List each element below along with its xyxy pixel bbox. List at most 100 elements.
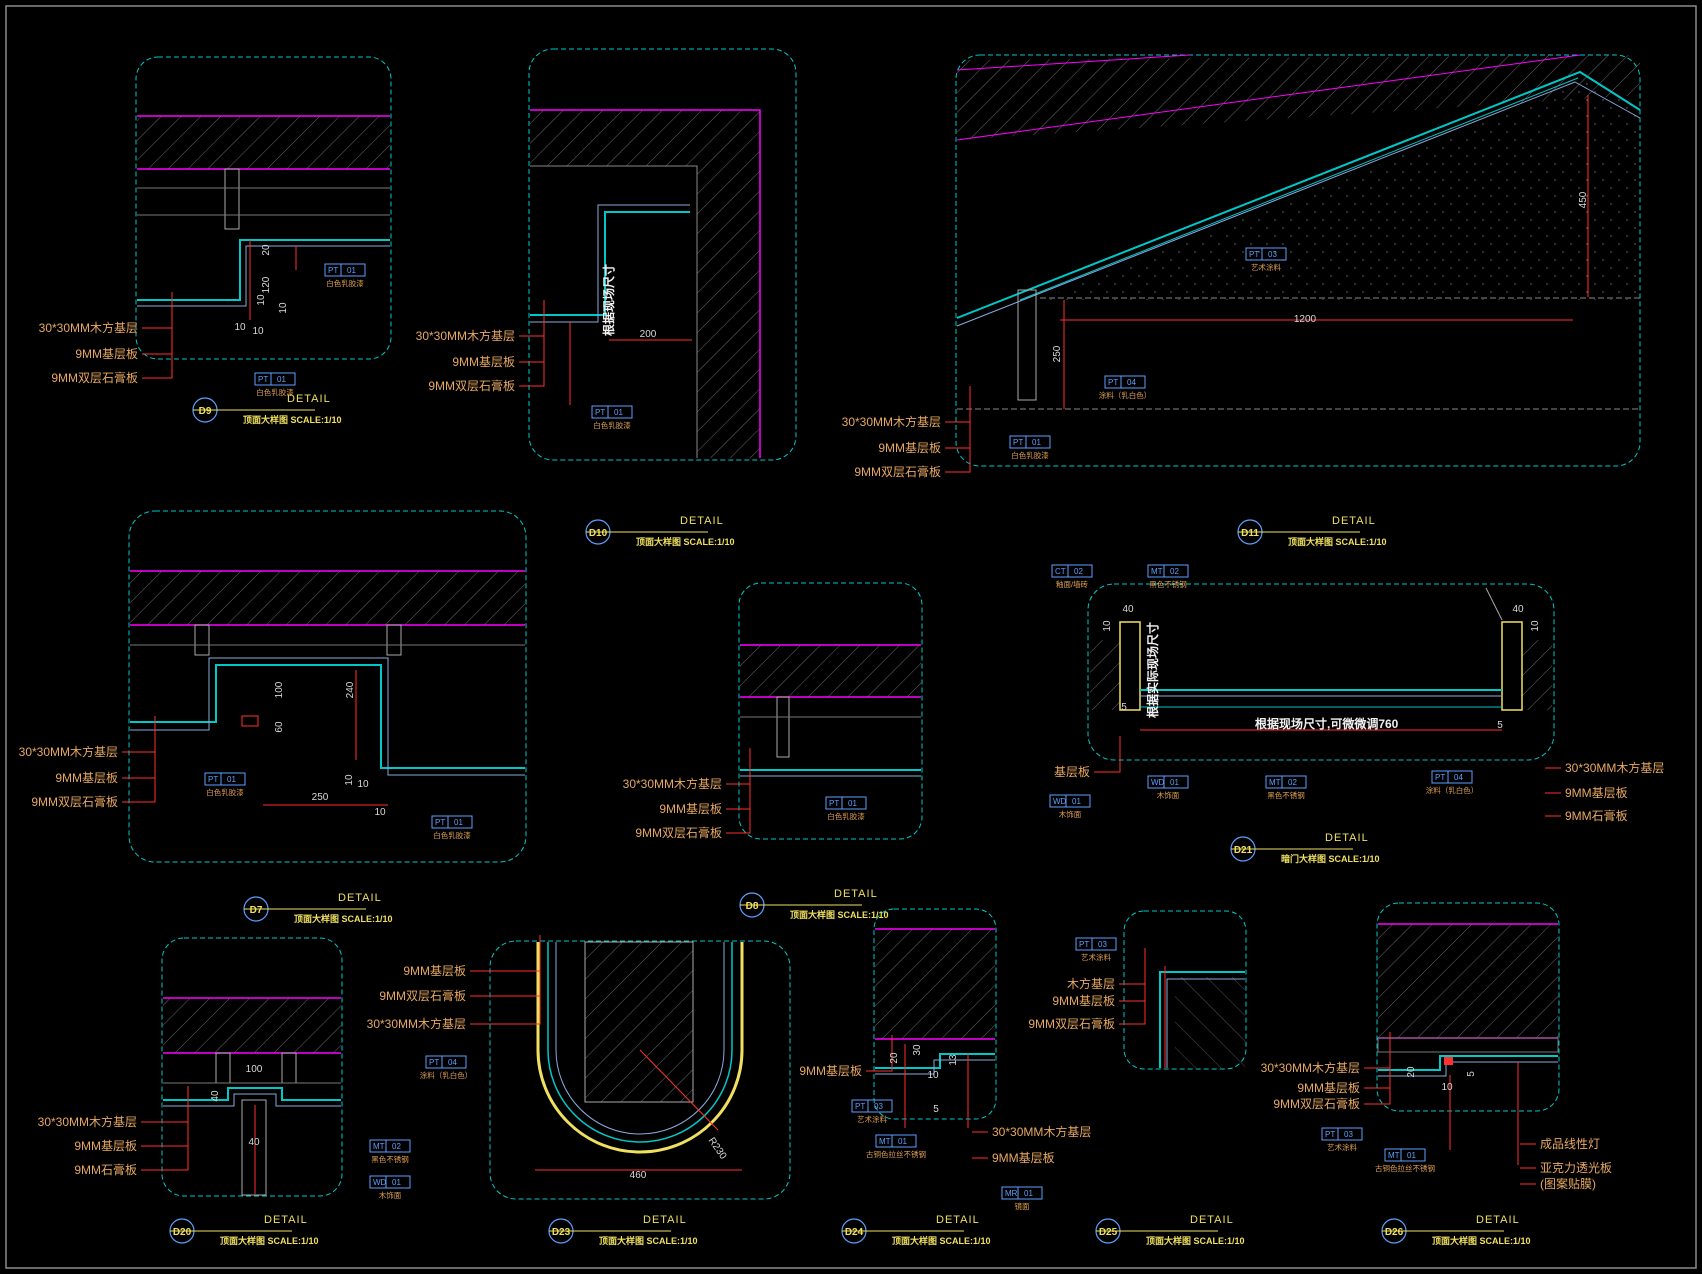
d11-tag-num-0: 03 — [1268, 250, 1277, 259]
d8-title: DETAIL — [834, 888, 878, 900]
d20-tag-note-0: 黑色不锈钢 — [371, 1154, 409, 1164]
d26-tag-note-1: 古铜色拉丝不锈钢 — [1375, 1163, 1435, 1173]
d21-label-0: 基层板 — [1054, 765, 1090, 779]
d26-tag-num-0: 03 — [1344, 1130, 1353, 1139]
d24-tag-note-2: 镜面 — [1015, 1201, 1031, 1211]
d10-dim-0: 200 — [640, 329, 657, 340]
detail-d20 — [161, 937, 343, 1197]
d11-tag-note-1: 涂料（乳白色） — [1099, 390, 1152, 400]
d21-tag-num-2: 01 — [1170, 778, 1179, 787]
d21-dim-2: 10 — [1102, 620, 1113, 632]
d21-dim-3: 10 — [1530, 620, 1541, 632]
d21-dim-0: 40 — [1122, 604, 1134, 615]
d25-leader-0 — [1119, 948, 1146, 985]
d24-tag-num-2: 01 — [1024, 1189, 1033, 1198]
d23-tag-note-0: 涂料（乳白色） — [420, 1070, 473, 1080]
detail-d9 — [135, 56, 392, 360]
d10-vertical-note: 根据现场尺寸 — [601, 264, 616, 336]
d10-label-0: 30*30MM木方基层 — [416, 328, 515, 343]
d21-tag-box-4 — [1049, 794, 1091, 808]
d7-dim-4: 10 — [344, 774, 355, 786]
d7-label-2: 9MM双层石膏板 — [31, 794, 118, 809]
d10-title: DETAIL — [680, 515, 724, 527]
d11-tag-num-2: 01 — [1032, 438, 1041, 447]
d23-tag-box-0 — [425, 1055, 467, 1069]
d9-label-1: 9MM基层板 — [75, 347, 138, 361]
d20-tag-box-0 — [369, 1139, 411, 1153]
d8-leader-2 — [726, 797, 751, 834]
d11-leader-2 — [945, 436, 971, 473]
d23-dim-1: R230 — [706, 1136, 729, 1162]
d7-tag-code-0: PT — [208, 775, 218, 784]
d11-id: D11 — [1241, 528, 1259, 539]
d21-tag-note-2: 木饰面 — [1157, 790, 1180, 800]
d21-tag-num-3: 02 — [1288, 778, 1297, 787]
d25-leader-1 — [1119, 965, 1146, 1002]
d11-tag-note-0: 艺术涂料 — [1251, 262, 1281, 272]
d21-tag-num-5: 04 — [1454, 773, 1463, 782]
d25-tag-num-0: 03 — [1098, 940, 1107, 949]
d21-vertical-note: 根据实际现场尺寸 — [1145, 622, 1160, 718]
d24-tag-box-1 — [875, 1134, 917, 1148]
d7-tag-box-1 — [431, 815, 473, 829]
d9-leader-0 — [142, 292, 173, 329]
d10-subtitle: 顶面大样图 SCALE:1/10 — [636, 536, 735, 547]
d9-tag-num-1: 01 — [277, 375, 286, 384]
d24-dim-0: 20 — [889, 1052, 900, 1064]
d21-dim-1: 40 — [1512, 604, 1524, 615]
d26-tag-box-1 — [1384, 1148, 1426, 1162]
d24-label-2: 9MM基层板 — [992, 1151, 1055, 1165]
d24-subtitle: 顶面大样图 SCALE:1/10 — [892, 1235, 991, 1246]
d7-dim-5: 10 — [357, 779, 369, 790]
d25-tag-code-0: PT — [1079, 940, 1089, 949]
d10-leader-2 — [519, 350, 545, 387]
detail-d24 — [873, 908, 997, 1128]
d21-tag-code-0: CT — [1055, 567, 1066, 576]
d8-tag-code-0: PT — [829, 799, 839, 808]
d23-label-2: 30*30MM木方基层 — [367, 1016, 466, 1031]
d20-label-2: 9MM石膏板 — [74, 1162, 137, 1177]
d9-tag-code-0: PT — [328, 266, 338, 275]
d8-tag-num-0: 01 — [848, 799, 857, 808]
d7-dim-0: 100 — [274, 681, 285, 698]
d26-title: DETAIL — [1476, 1214, 1520, 1226]
d7-tag-note-0: 白色乳胶漆 — [206, 787, 244, 797]
d11-title: DETAIL — [1332, 515, 1376, 527]
detail-d8 — [738, 582, 923, 840]
d21-label-3: 9MM石膏板 — [1565, 808, 1628, 823]
d24-tag-box-2 — [1001, 1186, 1043, 1200]
d7-dim-3: 250 — [312, 792, 329, 803]
d23-title: DETAIL — [643, 1214, 687, 1226]
d26-label-1: 9MM基层板 — [1297, 1081, 1360, 1095]
d9-dim-0: 20 — [261, 244, 272, 256]
d11-subtitle: 顶面大样图 SCALE:1/10 — [1288, 536, 1387, 547]
d7-tag-num-0: 01 — [227, 775, 236, 784]
d7-dim-6: 10 — [374, 807, 386, 818]
d11-tag-box-1 — [1104, 375, 1146, 389]
detail-d7 — [128, 510, 527, 863]
d23-leader-2 — [470, 988, 541, 1025]
d9-title: DETAIL — [287, 393, 331, 405]
d10-id: D10 — [589, 528, 608, 539]
d11-tag-box-0 — [1245, 247, 1287, 261]
d21-tag-note-5: 涂料（乳白色） — [1426, 785, 1479, 795]
d9-leader-1 — [142, 318, 173, 355]
d9-dim-2: 10 — [256, 294, 267, 306]
d11-tag-code-1: PT — [1108, 378, 1118, 387]
d21-tag-box-3 — [1265, 775, 1307, 789]
d26-tag-code-1: MT — [1388, 1151, 1400, 1160]
d21-tag-code-3: MT — [1269, 778, 1281, 787]
d21-tag-num-0: 02 — [1074, 567, 1083, 576]
d20-leader-1 — [141, 1110, 189, 1147]
d21-tag-box-0 — [1051, 564, 1093, 578]
d10-leader-1 — [519, 326, 545, 363]
d20-label-0: 30*30MM木方基层 — [38, 1114, 137, 1129]
d26-label-3: 成品线性灯 — [1540, 1137, 1600, 1151]
d26-label-0: 30*30MM木方基层 — [1261, 1060, 1360, 1075]
detail-d11 — [955, 54, 1641, 467]
d21-label-2: 9MM基层板 — [1565, 786, 1628, 800]
d7-leader-2 — [122, 766, 156, 803]
d10-label-2: 9MM双层石膏板 — [428, 378, 515, 393]
d25-tag-box-0 — [1075, 937, 1117, 951]
